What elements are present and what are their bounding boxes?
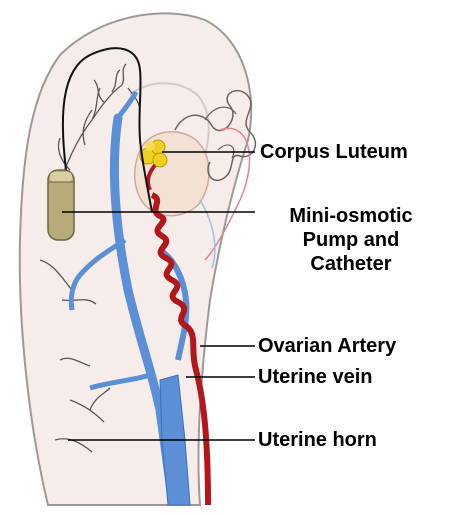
label-pump-line-2: Pump and (256, 228, 446, 252)
label-corpus-luteum: Corpus Luteum (260, 140, 408, 164)
label-mini-osmotic-pump: Mini-osmotic Pump and Catheter (256, 204, 446, 276)
mini-osmotic-pump (48, 170, 74, 240)
label-ovarian-artery: Ovarian Artery (258, 334, 396, 358)
label-pump-line-1: Mini-osmotic (256, 204, 446, 228)
uterine-horn-shape (20, 13, 251, 505)
label-uterine-horn: Uterine horn (258, 428, 377, 452)
label-uterine-vein: Uterine vein (258, 365, 372, 389)
label-pump-line-3: Catheter (256, 252, 446, 276)
